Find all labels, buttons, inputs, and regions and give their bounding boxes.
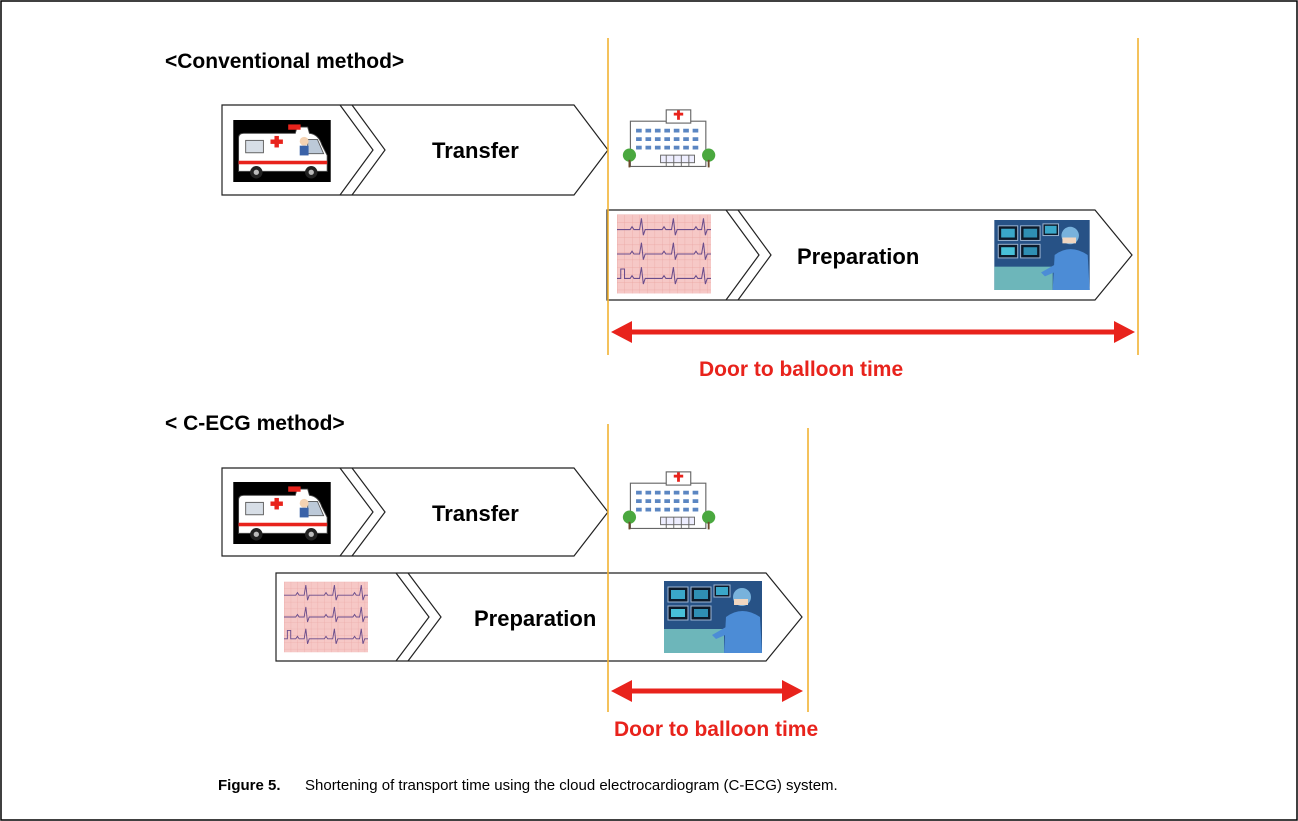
- conventional-preparation-label: Preparation: [797, 244, 919, 269]
- ambulance-icon: [232, 482, 332, 544]
- ecg-strip-icon: [617, 214, 711, 294]
- cecg-heading: < C-ECG method>: [165, 412, 345, 435]
- conventional-transfer-label: Transfer: [432, 138, 519, 163]
- figure-caption-label: Figure 5.: [218, 777, 281, 794]
- cecg-door-to-balloon-label: Door to balloon time: [614, 718, 818, 741]
- ambulance-icon: [232, 120, 332, 182]
- conventional-heading: <Conventional method>: [165, 50, 404, 73]
- ecg-strip-icon: [284, 581, 368, 653]
- cecg-door-to-balloon-arrow: [611, 680, 803, 702]
- cecg-preparation-label: Preparation: [474, 606, 596, 631]
- cecg-transfer-label: Transfer: [432, 501, 519, 526]
- cath-lab-photo-icon: [993, 220, 1091, 290]
- figure-caption-text: Shortening of transport time using the c…: [305, 777, 838, 794]
- conventional-door-to-balloon-label: Door to balloon time: [699, 358, 903, 381]
- conventional-door-to-balloon-arrow: [611, 321, 1135, 343]
- cath-lab-photo-icon: [664, 581, 762, 653]
